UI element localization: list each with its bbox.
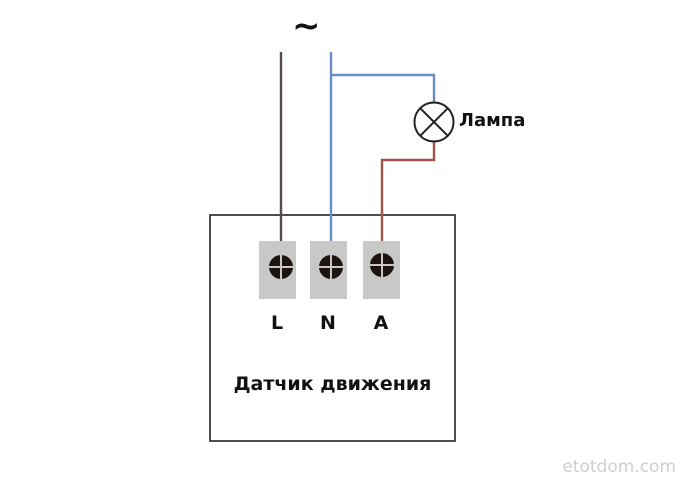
- lamp-icon: [413, 101, 455, 143]
- terminal-block-n: [310, 241, 347, 299]
- watermark: etotdom.com: [562, 457, 676, 477]
- ac-supply-symbol: ~: [292, 6, 321, 46]
- terminal-label-l: L: [270, 312, 284, 334]
- terminal-label-n: N: [320, 312, 336, 334]
- terminal-label-a: A: [373, 312, 389, 334]
- terminal-block-a: [363, 241, 400, 299]
- terminal-block-l: [259, 241, 296, 299]
- neutral-to-lamp-wire: [331, 73, 436, 102]
- device-label: Датчик движения: [233, 373, 432, 395]
- load-wire: [380, 141, 436, 242]
- lamp-label: Лампа: [459, 110, 526, 131]
